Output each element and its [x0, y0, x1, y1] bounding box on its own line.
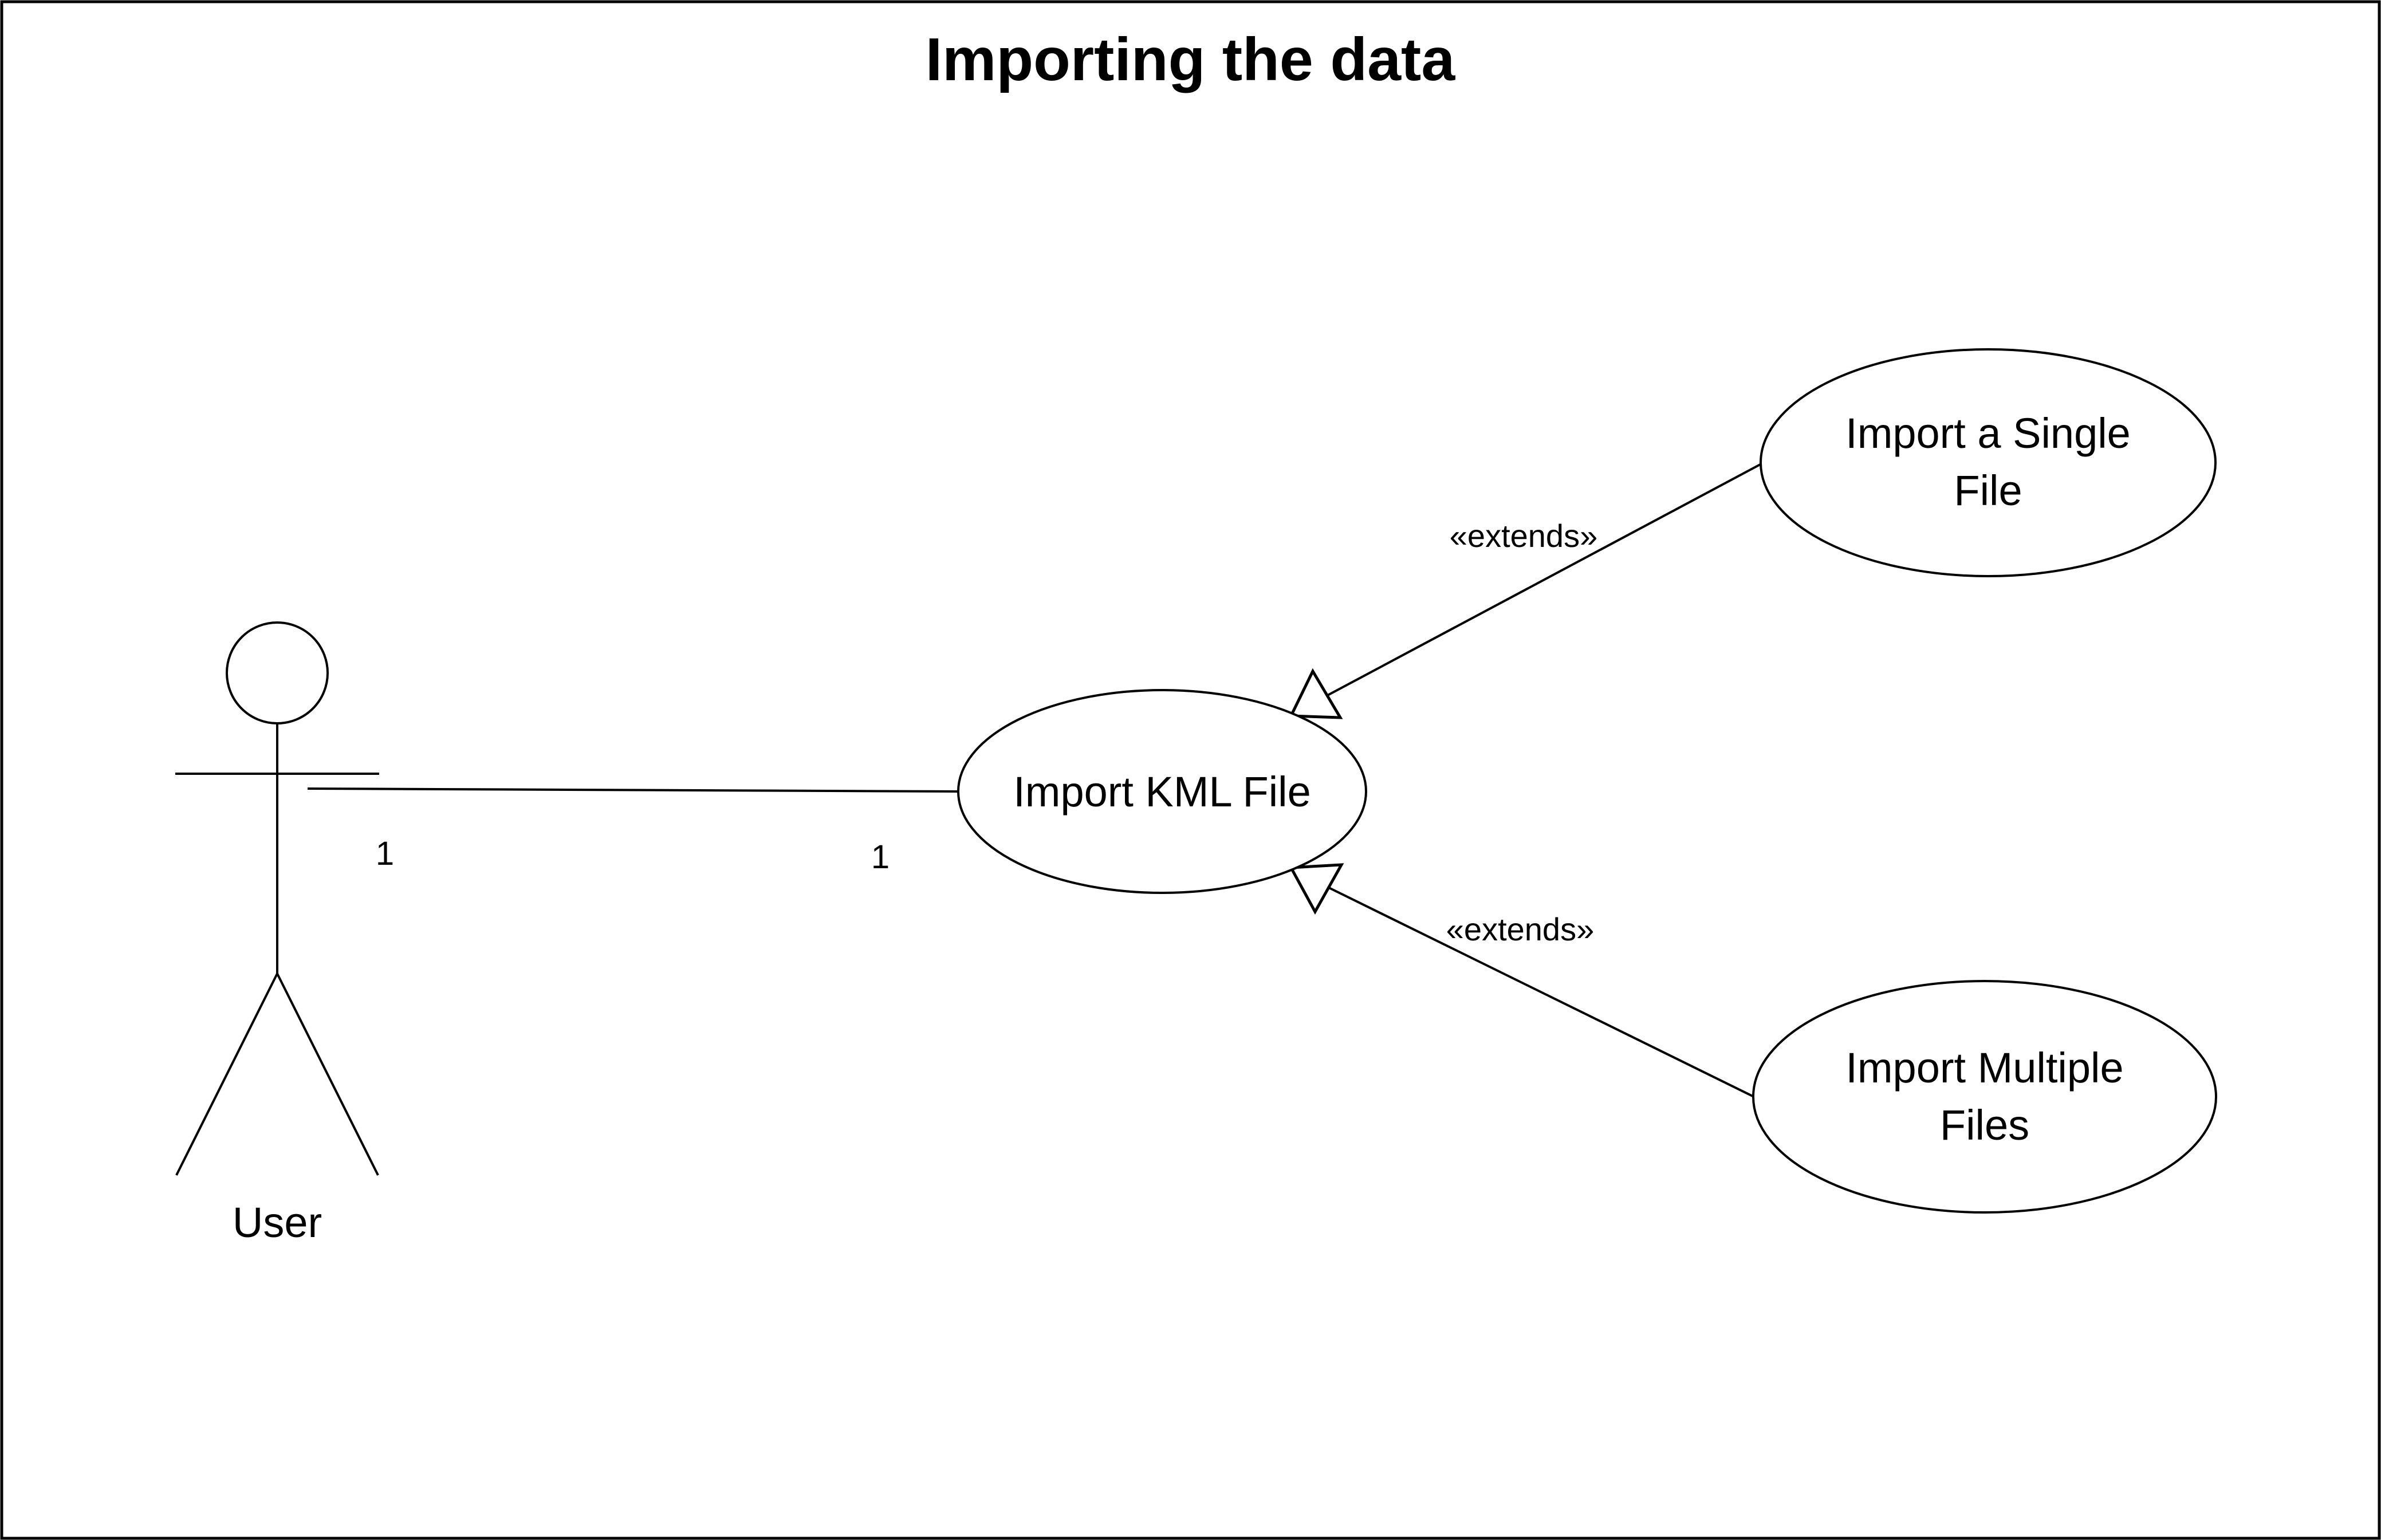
usecase-import-multiple-files-label-line2: Files [1940, 1101, 2029, 1149]
usecase-import-kml-file[interactable]: Import KML File [957, 689, 1367, 894]
usecase-import-single-file[interactable]: Import a Single File [1760, 348, 2217, 577]
extends-multiple-arrowhead [1288, 863, 1344, 915]
actor-left-leg [175, 973, 278, 1176]
actor-right-leg [276, 973, 379, 1176]
usecase-import-single-file-label-line1: Import a Single [1845, 409, 2131, 457]
usecase-import-multiple-files-label-line1: Import Multiple [1845, 1044, 2123, 1092]
extends-multiple-line [1326, 885, 1754, 1098]
usecase-import-multiple-files[interactable]: Import Multiple Files [1752, 980, 2217, 1214]
actor-user[interactable]: User [175, 621, 379, 1246]
actor-multiplicity: 1 [376, 835, 394, 872]
usecase-import-single-file-ellipse [1760, 348, 2217, 577]
usecase-import-single-file-label-line2: File [1954, 467, 2022, 514]
actor-label: User [233, 1199, 322, 1246]
diagram-title: Importing the data [926, 26, 1456, 93]
usecase-multiplicity: 1 [871, 838, 890, 876]
extends-single-line [1326, 463, 1762, 697]
extends-multiple-label: «extends» [1446, 911, 1594, 947]
extends-single-arrowhead [1289, 668, 1343, 719]
association-line [307, 787, 959, 793]
usecase-import-multiple-files-ellipse [1752, 980, 2217, 1214]
usecase-import-kml-file-ellipse [957, 689, 1367, 894]
usecase-import-kml-file-label: Import KML File [1013, 768, 1310, 816]
extends-single-label: «extends» [1450, 518, 1597, 554]
